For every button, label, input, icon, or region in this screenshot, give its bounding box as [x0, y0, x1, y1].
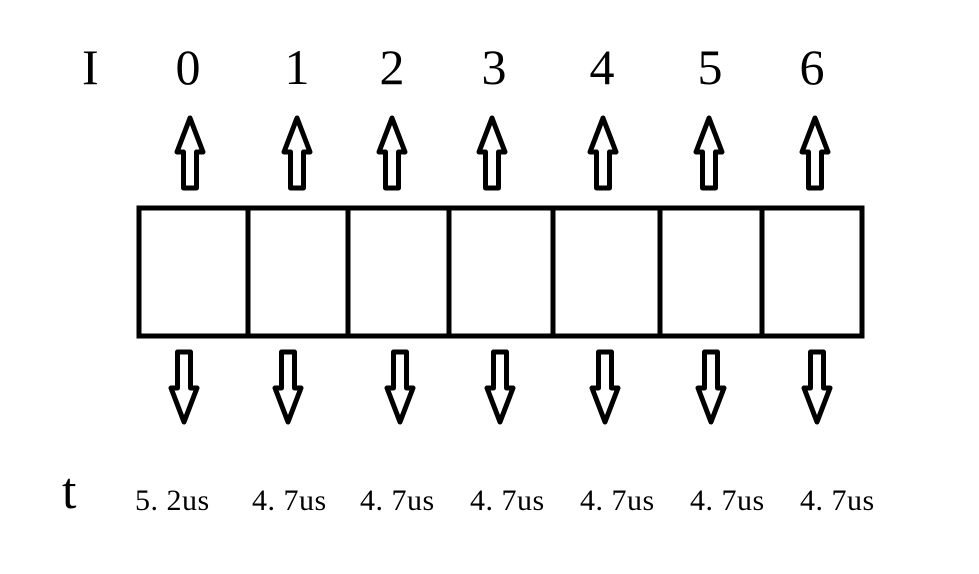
index-row-label: I — [82, 39, 99, 95]
cell-index-label: 6 — [799, 39, 825, 95]
cell-time-label: 4. 7us — [580, 484, 655, 517]
arrow-up-outline-icon — [376, 115, 408, 191]
arrow-down-outline-icon — [484, 349, 516, 425]
arrow-down-outline-icon — [168, 349, 200, 425]
arrow-down-outline-icon — [272, 349, 304, 425]
cell-time-label: 4. 7us — [690, 484, 765, 517]
cell-index-label: 2 — [379, 39, 405, 95]
cell-time-label: 4. 7us — [360, 484, 435, 517]
time-row-label: t — [62, 463, 77, 520]
arrow-down-outline-icon — [801, 349, 833, 425]
arrow-down-outline-icon — [695, 349, 727, 425]
cell-index-label: 0 — [175, 39, 201, 95]
cell-index-label: 5 — [697, 39, 723, 95]
arrow-up-outline-icon — [587, 115, 619, 191]
arrow-down-outline-icon — [589, 349, 621, 425]
cell-strip-border — [136, 205, 865, 339]
arrow-up-outline-icon — [281, 115, 313, 191]
cell-time-label: 5. 2us — [135, 484, 210, 517]
arrow-up-outline-icon — [174, 115, 206, 191]
cell-index-label: 4 — [589, 39, 615, 95]
cell-time-label: 4. 7us — [470, 484, 545, 517]
cell-time-label: 4. 7us — [252, 484, 327, 517]
arrow-down-outline-icon — [384, 349, 416, 425]
arrow-up-outline-icon — [799, 115, 831, 191]
arrow-up-outline-icon — [476, 115, 508, 191]
cell-index-label: 1 — [284, 39, 310, 95]
cell-index-label: 3 — [481, 39, 507, 95]
arrow-up-outline-icon — [693, 115, 725, 191]
cell-time-label: 4. 7us — [800, 484, 875, 517]
